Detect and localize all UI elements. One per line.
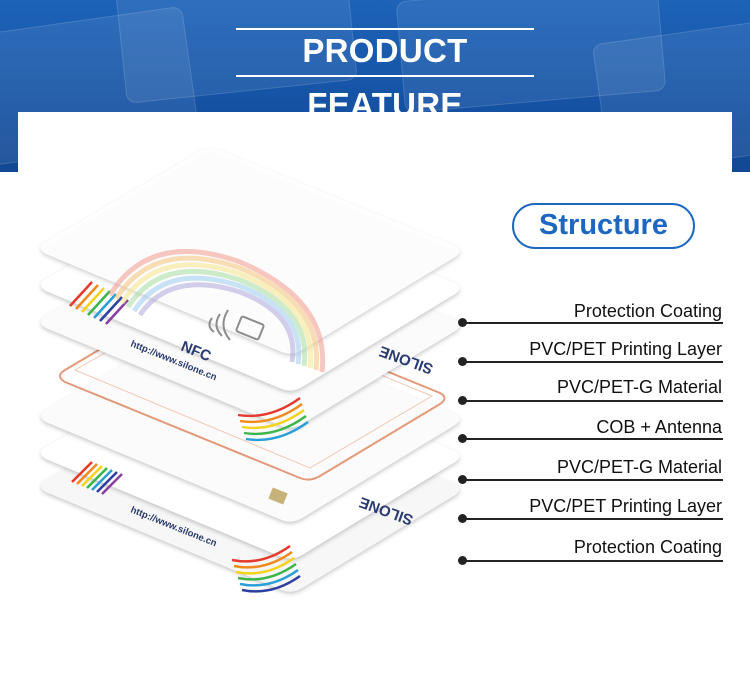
leader-line bbox=[463, 322, 723, 324]
leader-line bbox=[463, 479, 723, 481]
leader-dot bbox=[458, 318, 467, 327]
layer-label-protection-coating-top: Protection Coating bbox=[573, 301, 722, 321]
rainbow-stripes-bottom-left bbox=[71, 461, 123, 495]
title-rule-top bbox=[236, 28, 534, 30]
rainbow-stripes-top-right bbox=[237, 397, 309, 442]
rainbow-arc bbox=[107, 248, 326, 373]
leader-line bbox=[463, 400, 723, 402]
leader-dot bbox=[458, 514, 467, 523]
structure-heading: Structure bbox=[512, 203, 695, 249]
leader-dot bbox=[458, 434, 467, 443]
title-rule-bottom bbox=[236, 75, 534, 77]
leader-line bbox=[463, 361, 723, 363]
rainbow-stripes-bottom-right bbox=[231, 544, 301, 593]
layer-label-petg-bottom: PVC/PET-G Material bbox=[556, 457, 722, 477]
leader-line bbox=[463, 438, 723, 440]
leader-dot bbox=[458, 396, 467, 405]
layer-protection-coating-top bbox=[41, 148, 460, 373]
leader-dot bbox=[458, 357, 467, 366]
layer-label-cob-antenna: COB + Antenna bbox=[596, 417, 722, 437]
layer-label-protection-coating-bottom: Protection Coating bbox=[573, 537, 722, 557]
layer-label-petg-top: PVC/PET-G Material bbox=[556, 377, 722, 397]
leader-line bbox=[463, 560, 723, 562]
cob-chip bbox=[268, 487, 288, 505]
page-title: PRODUCT FEATURE bbox=[302, 32, 468, 123]
nfc-wave-icon bbox=[208, 309, 265, 341]
rainbow-stripes-top-left bbox=[69, 281, 129, 325]
leader-line bbox=[463, 518, 723, 520]
leader-dot bbox=[458, 556, 467, 565]
leader-dot bbox=[458, 475, 467, 484]
layer-label-printing-top: PVC/PET Printing Layer bbox=[529, 339, 722, 359]
layer-label-printing-bottom: PVC/PET Printing Layer bbox=[529, 496, 722, 516]
